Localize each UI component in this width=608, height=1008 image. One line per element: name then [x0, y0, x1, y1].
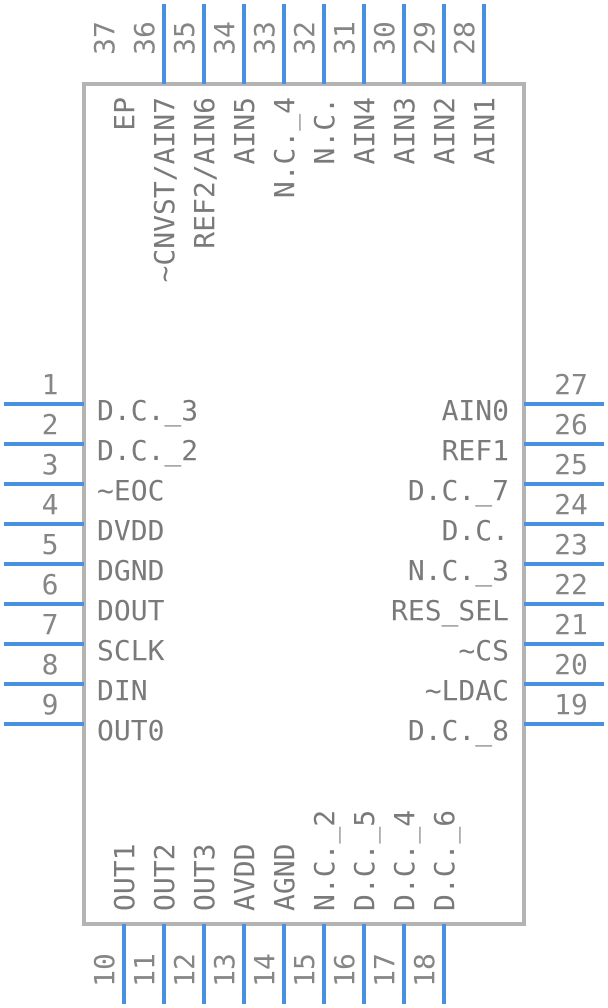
pin-label-ain3: AIN3	[388, 97, 421, 164]
pin-36-number: 36	[128, 21, 161, 55]
pin-33-number: 33	[248, 21, 281, 55]
pin-17-number: 17	[368, 953, 401, 987]
pin-28-number: 28	[448, 21, 481, 55]
pin-label-dvdd: DVDD	[97, 514, 164, 547]
pin-20-number: 20	[554, 648, 588, 681]
pin-label-out2: OUT2	[148, 844, 181, 911]
pin-4-number: 4	[42, 488, 59, 521]
pin-label-ain0: AIN0	[442, 394, 509, 427]
pin-label-d-c: D.C.	[442, 514, 509, 547]
pin-label-n-c: N.C.	[308, 97, 341, 164]
pin-label-ain5: AIN5	[228, 97, 261, 164]
pin-24-number: 24	[554, 488, 588, 521]
pin-29-number: 29	[408, 21, 441, 55]
pin-10-number: 10	[88, 953, 121, 987]
pin-label-ref2-ain6: REF2/AIN6	[188, 97, 221, 249]
pin-26-number: 26	[554, 408, 588, 441]
pin-9-number: 9	[42, 688, 59, 721]
pin-2-number: 2	[42, 408, 59, 441]
pin-label-d-c-2: D.C._2	[97, 434, 198, 468]
pin-16-number: 16	[328, 953, 361, 987]
pin-label-d-c-6: D.C._6	[428, 810, 462, 911]
pin-label-out1: OUT1	[108, 844, 141, 911]
pin-label-d-c-5: D.C._5	[348, 810, 382, 911]
pin-31-number: 31	[328, 21, 361, 55]
pin-label-cs: ~CS	[458, 634, 509, 667]
pin-label-out0: OUT0	[97, 714, 164, 747]
pin-label-d-c-4: D.C._4	[388, 810, 422, 911]
pin-label-n-c-4: N.C._4	[268, 97, 302, 198]
pin-label-dout: DOUT	[97, 594, 165, 627]
pin-label-din: DIN	[97, 674, 148, 707]
pin-23-number: 23	[554, 528, 588, 561]
pin-18-number: 18	[408, 953, 441, 987]
pin-label-ain2: AIN2	[428, 97, 461, 164]
pin-label-ain4: AIN4	[348, 97, 381, 164]
pin-label-n-c-3: N.C._3	[408, 554, 509, 588]
pin-11-number: 11	[128, 953, 161, 987]
pin-label-out3: OUT3	[188, 844, 221, 911]
pin-12-number: 12	[168, 953, 201, 987]
pin-25-number: 25	[554, 448, 588, 481]
pin-5-number: 5	[42, 528, 59, 561]
pin-1-number: 1	[42, 368, 59, 401]
pin-15-number: 15	[288, 953, 321, 987]
pin-22-number: 22	[554, 568, 588, 601]
pin-7-number: 7	[42, 608, 59, 641]
right-pin-group: 19D.C._820~LDAC21~CS22RES_SEL23N.C._324D…	[391, 368, 604, 748]
pin-label-res-sel: RES_SEL	[391, 594, 509, 628]
pin-label-ep: EP	[108, 97, 141, 131]
pin-label-sclk: SCLK	[97, 634, 165, 667]
pin-label-d-c-7: D.C._7	[408, 474, 509, 508]
pin-14-number: 14	[248, 953, 281, 987]
pin-label-ain1: AIN1	[468, 97, 501, 164]
pin-30-number: 30	[368, 21, 401, 55]
pin-label-ldac: ~LDAC	[425, 674, 509, 707]
pin-21-number: 21	[554, 608, 588, 641]
pin-35-number: 35	[168, 21, 201, 55]
bottom-pin-group: 10 OUT1 11 OUT2 12 OUT3 13 AVDD 14 AGND 15 N.C._2 16…	[88, 810, 462, 1004]
pin-37-number: 37	[88, 21, 121, 55]
pin-19-number: 19	[554, 688, 588, 721]
pin-34-number: 34	[208, 21, 241, 55]
pin-label-d-c-8: D.C._8	[408, 714, 509, 748]
pin-label-eoc: ~EOC	[97, 474, 164, 507]
pin-27-number: 27	[554, 368, 588, 401]
pin-6-number: 6	[42, 568, 59, 601]
pin-label-agnd: AGND	[268, 844, 301, 911]
pin-3-number: 3	[42, 448, 59, 481]
pin-label-d-c-3: D.C._3	[97, 394, 198, 428]
pin-label-avdd: AVDD	[228, 844, 261, 911]
pin-label-cnvst-ain7: ~CNVST/AIN7	[148, 97, 181, 282]
pin-32-number: 32	[288, 21, 321, 55]
pin-label-dgnd: DGND	[97, 554, 164, 587]
pin-13-number: 13	[208, 953, 241, 987]
pin-label-ref1: REF1	[442, 434, 509, 467]
ic-body-outline	[82, 82, 526, 926]
pin-8-number: 8	[42, 648, 59, 681]
pin-label-n-c-2: N.C._2	[308, 810, 342, 911]
